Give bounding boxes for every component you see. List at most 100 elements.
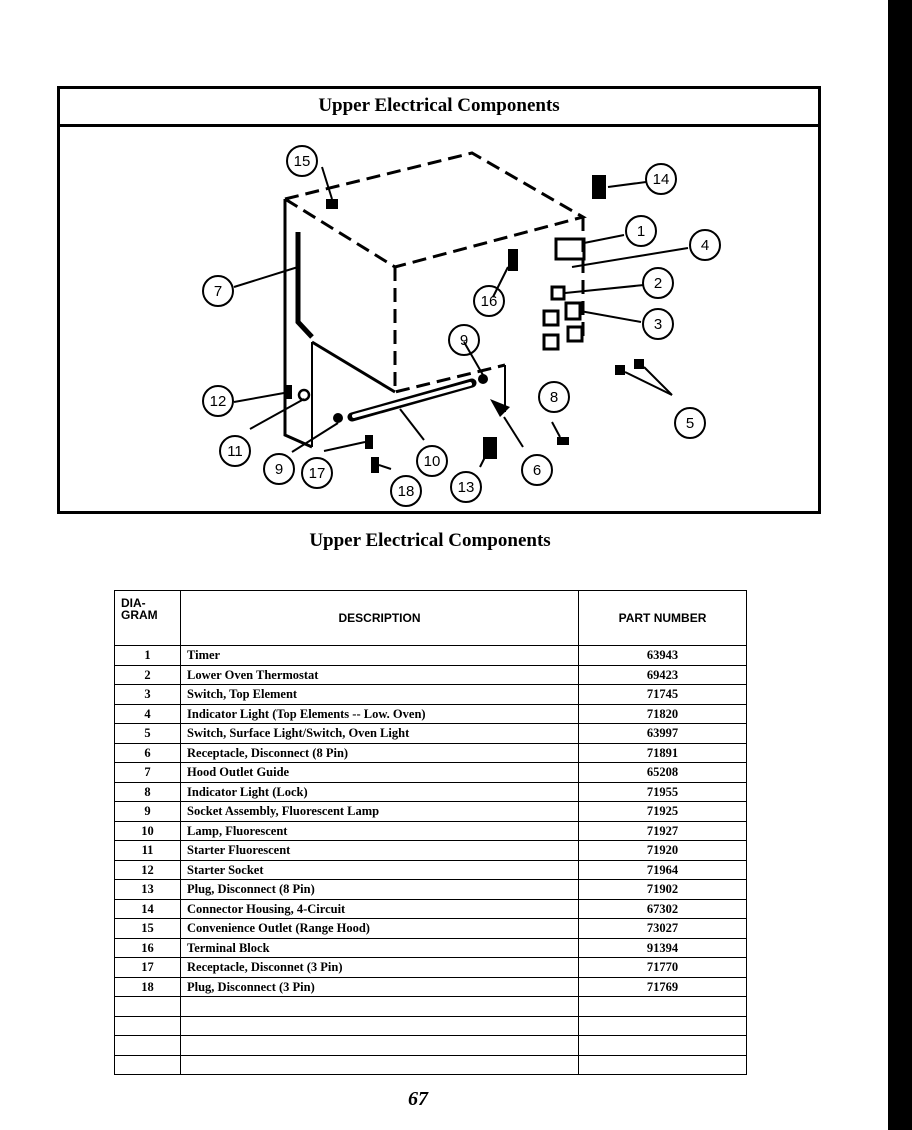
row-part-number: 73027	[578, 918, 747, 939]
callout-9-right: 9	[448, 324, 480, 356]
svg-text:8: 8	[550, 389, 558, 406]
convenience-outlet-shape	[326, 199, 338, 209]
row-diagram-number: 12	[114, 859, 181, 880]
socket-right-shape	[478, 374, 488, 384]
row-part-number: 71925	[578, 801, 747, 822]
diagram-title: Upper Electrical Components	[60, 89, 818, 127]
diagram-box: Upper Electrical Components	[57, 86, 821, 514]
callout-10: 10	[416, 445, 448, 477]
svg-text:5: 5	[686, 415, 694, 432]
row-part-number: 71769	[578, 976, 747, 997]
row-description: Lower Oven Thermostat	[180, 664, 579, 685]
plug-3pin-shape	[371, 457, 379, 473]
row-part-number	[578, 1015, 747, 1036]
component-housing	[281, 151, 587, 449]
svg-text:15: 15	[294, 153, 311, 170]
lock-indicator-shape	[557, 437, 569, 445]
row-description: Starter Fluorescent	[180, 840, 579, 861]
receptacle-8pin-shape	[490, 399, 510, 417]
header-diagram: DIA- GRAM	[114, 590, 181, 646]
row-description: Receptacle, Disconnet (3 Pin)	[180, 957, 579, 978]
row-description: Convenience Outlet (Range Hood)	[180, 918, 579, 939]
row-diagram-number: 4	[114, 703, 181, 724]
row-diagram-number: 6	[114, 742, 181, 763]
svg-text:9: 9	[275, 461, 283, 478]
row-part-number	[578, 1035, 747, 1056]
row-part-number: 67302	[578, 898, 747, 919]
svg-text:18: 18	[398, 483, 415, 500]
row-diagram-number: 1	[114, 645, 181, 666]
row-part-number	[578, 996, 747, 1017]
row-diagram-number: 18	[114, 976, 181, 997]
row-diagram-number	[114, 1015, 181, 1036]
svg-text:10: 10	[424, 453, 441, 470]
row-part-number: 71891	[578, 742, 747, 763]
row-description: Switch, Top Element	[180, 684, 579, 705]
row-description	[180, 1015, 579, 1036]
svg-text:13: 13	[458, 479, 475, 496]
callout-1: 1	[625, 215, 657, 247]
switch-cluster	[542, 285, 584, 351]
callout-2: 2	[642, 267, 674, 299]
row-diagram-number	[114, 1035, 181, 1056]
callout-12: 12	[202, 385, 234, 417]
plug-8pin-shape	[483, 437, 497, 459]
callout-13: 13	[450, 471, 482, 503]
row-description: Indicator Light (Top Elements -- Low. Ov…	[180, 703, 579, 724]
svg-text:17: 17	[309, 465, 326, 482]
timer-shape	[554, 237, 586, 261]
page-edge-border	[888, 0, 912, 1130]
starter-shape	[297, 388, 311, 402]
svg-text:4: 4	[701, 237, 709, 254]
callout-11: 11	[219, 435, 251, 467]
table-row	[114, 1054, 747, 1075]
row-diagram-number: 15	[114, 918, 181, 939]
callout-9-left: 9	[263, 453, 295, 485]
row-diagram-number: 3	[114, 684, 181, 705]
hood-outlet-guide-shape	[295, 232, 314, 339]
row-description: Timer	[180, 645, 579, 666]
row-part-number: 71745	[578, 684, 747, 705]
row-description: Hood Outlet Guide	[180, 762, 579, 783]
table-header-row: DIA- GRAM DESCRIPTION PART NUMBER	[114, 590, 747, 646]
row-part-number: 71955	[578, 781, 747, 802]
header-diagram-line1: DIA-	[121, 596, 146, 610]
row-diagram-number	[114, 996, 181, 1017]
row-description: Switch, Surface Light/Switch, Oven Light	[180, 723, 579, 744]
row-part-number: 71820	[578, 703, 747, 724]
receptacle-3pin-shape	[365, 435, 373, 449]
svg-text:6: 6	[533, 462, 541, 479]
svg-text:16: 16	[481, 293, 498, 310]
leader-lines	[233, 166, 689, 470]
row-diagram-number: 7	[114, 762, 181, 783]
svg-text:14: 14	[653, 171, 670, 188]
row-diagram-number: 5	[114, 723, 181, 744]
row-part-number: 69423	[578, 664, 747, 685]
row-part-number: 63997	[578, 723, 747, 744]
callout-4: 4	[689, 229, 721, 261]
connector-housing-shape	[592, 175, 606, 199]
svg-text:9: 9	[460, 332, 468, 349]
callout-16: 16	[473, 285, 505, 317]
callout-7: 7	[202, 275, 234, 307]
row-description: Starter Socket	[180, 859, 579, 880]
row-part-number: 71927	[578, 820, 747, 841]
row-diagram-number: 16	[114, 937, 181, 958]
row-description: Plug, Disconnect (8 Pin)	[180, 879, 579, 900]
row-part-number: 71902	[578, 879, 747, 900]
table-row	[114, 1015, 747, 1036]
row-part-number: 71964	[578, 859, 747, 880]
row-description: Socket Assembly, Fluorescent Lamp	[180, 801, 579, 822]
row-diagram-number: 11	[114, 840, 181, 861]
row-diagram-number	[114, 1054, 181, 1075]
row-part-number: 91394	[578, 937, 747, 958]
